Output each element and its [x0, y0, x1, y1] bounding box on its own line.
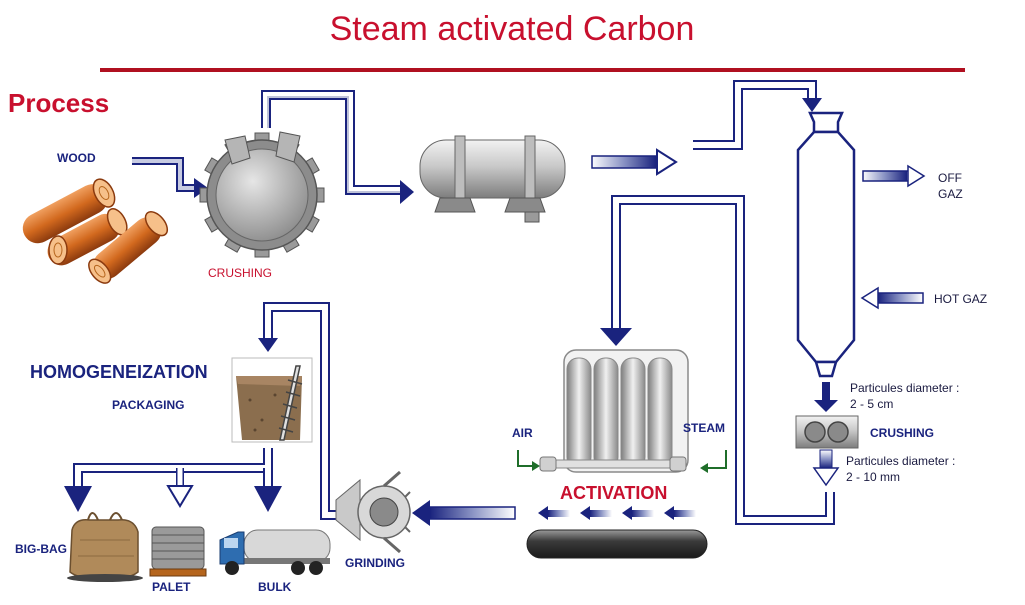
arrow-into-homogenizer: [258, 338, 278, 352]
arrow-into-activation: [600, 328, 632, 346]
diagram-title: Steam activated Carbon: [330, 10, 695, 48]
label-wood: WOOD: [57, 151, 96, 165]
palet-stack-icon: [149, 526, 207, 577]
arrow-reactor-to-crusher: [814, 382, 838, 412]
label-bulk: BULK: [258, 580, 292, 594]
title-rule: [100, 68, 965, 72]
arrow-into-tank: [400, 180, 414, 204]
label-crushing-1: CRUSHING: [208, 266, 272, 280]
label-particles-2-line1: Particules diameter :: [846, 454, 955, 468]
label-particles-1-line2: 2 - 5 cm: [850, 397, 893, 411]
label-big-bag: BIG-BAG: [15, 542, 67, 556]
wood-logs-icon: [22, 178, 169, 284]
vertical-reactor-icon: [796, 111, 856, 378]
heat-arrows: [538, 506, 696, 520]
pipe-reactor-to-activation: [611, 195, 835, 525]
arrow-off-gaz: [862, 164, 926, 188]
steam-inlet-arrow: [700, 450, 727, 473]
arrow-crusher-down: [812, 449, 840, 487]
label-steam: STEAM: [683, 421, 725, 435]
activation-furnace-icon: [526, 349, 708, 559]
arrow-hot-gaz: [860, 286, 924, 310]
label-hot-gaz: HOT GAZ: [934, 292, 987, 306]
crusher-rollers-icon: [795, 415, 859, 449]
arrow-into-reactor: [802, 98, 822, 112]
air-inlet-arrow: [517, 450, 540, 471]
label-off-gaz-2: GAZ: [938, 187, 963, 201]
arrow-wood-to-crusher: [131, 157, 208, 198]
label-off-gaz-1: OFF: [938, 171, 962, 185]
arrow-activation-to-grinding: [412, 500, 516, 526]
arrow-to-palet: [166, 485, 194, 508]
label-homogeneization: HOMOGENEIZATION: [30, 362, 208, 382]
arrow-to-bulk: [254, 486, 282, 512]
bulk-truck-icon: [219, 529, 331, 575]
label-packaging: PACKAGING: [112, 398, 184, 412]
label-grinding: GRINDING: [345, 556, 405, 570]
pipe-distribution: [73, 448, 273, 488]
arrow-tank-to-pipe: [591, 148, 678, 176]
label-activation: ACTIVATION: [560, 483, 667, 503]
pipe-grinding-to-homogenizer: [263, 302, 336, 520]
label-palet: PALET: [152, 580, 191, 594]
grinding-mill-icon: [335, 470, 411, 554]
pipe-to-reactor: [693, 80, 817, 150]
label-air: AIR: [512, 426, 533, 440]
section-label: Process: [8, 88, 109, 118]
label-crushing-2: CRUSHING: [870, 426, 934, 440]
horizontal-tank-icon: [419, 135, 566, 223]
label-particles-1-line1: Particules diameter :: [850, 381, 959, 395]
pipe-crusher-to-tank: [261, 90, 400, 195]
arrow-to-big-bag: [64, 486, 92, 512]
label-particles-2-line2: 2 - 10 mm: [846, 470, 900, 484]
homogenizer-screw-icon: [231, 357, 313, 443]
big-bag-icon: [67, 512, 143, 582]
crusher-drum-icon: [199, 131, 325, 258]
